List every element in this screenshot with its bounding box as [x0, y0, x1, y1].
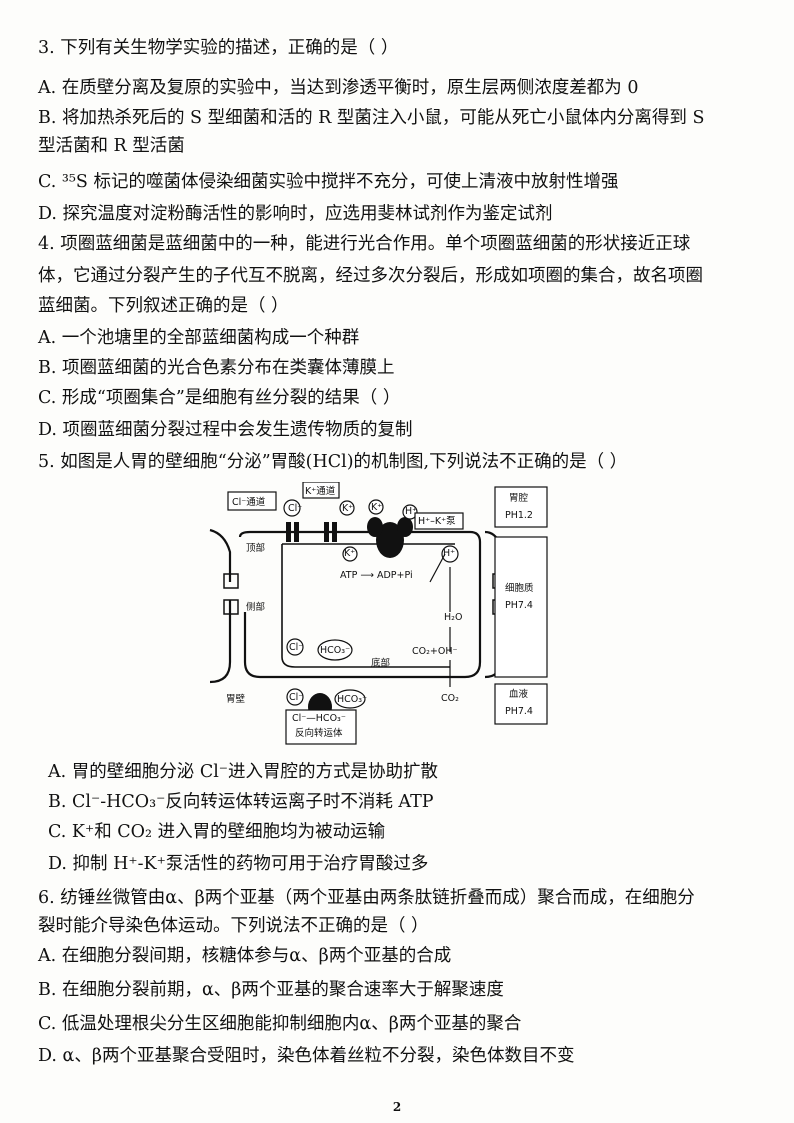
- h2o-label: H₂O: [444, 612, 463, 623]
- side-junction: [223, 599, 239, 615]
- q5-option-c: C. K⁺和 CO₂ 进入胃的壁细胞均为被动运输: [48, 822, 386, 842]
- q6-option-d: D. α、β两个亚基聚合受阻时，染色体着丝粒不分裂，染色体数目不变: [38, 1046, 575, 1066]
- atp-reaction: ATP ⟶ ADP+Pi: [340, 570, 413, 581]
- page-number: 2: [392, 1100, 402, 1114]
- cl-ion-top: Cl⁻: [288, 503, 303, 514]
- parietal-cell-diagram: [209, 482, 548, 745]
- q4-option-a: A. 一个池塘里的全部蓝细菌构成一个种群: [38, 328, 360, 348]
- h-ion-inner: H⁺: [443, 548, 456, 559]
- q4-stem-cont1: 体，它通过分裂产生的子代互不脱离，经过多次分裂后，形成如项圈的集合，故名项圈: [38, 266, 703, 286]
- q3-stem: 3. 下列有关生物学实验的描述，正确的是（ ）: [38, 38, 399, 58]
- q5-option-b: B. Cl⁻-HCO₃⁻反向转运体转运离子时不消耗 ATP: [48, 792, 434, 812]
- q3-option-b: B. 将加热杀死后的 S 型细菌和活的 R 型菌注入小鼠，可能从死亡小鼠体内分离…: [38, 108, 705, 128]
- apical-label: 顶部: [246, 543, 266, 554]
- q6-stem-cont: 裂时能介导染色体运动。下列说法不正确的是（ ）: [38, 916, 429, 936]
- k-channel-label: K⁺通道: [305, 486, 336, 497]
- lumen-ph: PH1.2: [505, 510, 533, 521]
- k-ion-top: K⁺: [342, 503, 354, 514]
- q3-option-a: A. 在质壁分离及复原的实验中，当达到渗透平衡时，原生层两侧浓度差都为 0: [38, 78, 639, 98]
- q5-option-d: D. 抑制 H⁺-K⁺泵活性的药物可用于治疗胃酸过多: [48, 854, 429, 874]
- antiporter-label-2: 反向转运体: [295, 728, 343, 739]
- hco3-inner-label: HCO₃⁻: [320, 645, 351, 656]
- blood-ph: PH7.4: [505, 706, 533, 717]
- q3-option-d: D. 探究温度对淀粉酶活性的影响时，应选用斐林试剂作为鉴定试剂: [38, 204, 553, 224]
- q6-stem: 6. 纺锤丝微管由α、β两个亚基（两个亚基由两条肽链折叠而成）聚合而成，在细胞分: [38, 888, 695, 908]
- tight-junction: [223, 573, 239, 589]
- q6-option-b: B. 在细胞分裂前期，α、β两个亚基的聚合速率大于解聚速度: [38, 980, 504, 1000]
- q3-option-c: C. ³⁵S 标记的噬菌体侵染细菌实验中搅拌不充分，可使上清液中放射性增强: [38, 172, 619, 192]
- q6-option-a: A. 在细胞分裂间期，核糖体参与α、β两个亚基的合成: [38, 946, 452, 966]
- q3-option-b-cont: 型活菌和 R 型活菌: [38, 136, 185, 156]
- blood-label: 血液: [509, 689, 529, 700]
- q4-stem-cont2: 蓝细菌。下列叙述正确的是（ ）: [38, 296, 289, 316]
- lateral-label: 侧部: [246, 602, 266, 613]
- q5-option-a: A. 胃的壁细胞分泌 Cl⁻进入胃腔的方式是协助扩散: [48, 762, 439, 782]
- q4-option-c: C. 形成“项圈集合”是细胞有丝分裂的结果（ ）: [38, 388, 401, 408]
- k-ion-inner: K⁺: [344, 548, 356, 559]
- q4-option-d: D. 项圈蓝细菌分裂过程中会发生遗传物质的复制: [38, 420, 413, 440]
- q6-option-c: C. 低温处理根尖分生区细胞能抑制细胞内α、β两个亚基的聚合: [38, 1014, 522, 1034]
- cytoplasm-label: 细胞质: [505, 583, 534, 594]
- h-ion-top: H⁺: [405, 506, 418, 517]
- basal-label: 底部: [371, 658, 391, 669]
- cl-channel-label: Cl⁻通道: [232, 497, 266, 508]
- co2-label: CO₂: [441, 693, 459, 704]
- wall-label: 胃壁: [226, 694, 246, 705]
- lumen-label: 胃腔: [509, 493, 529, 504]
- q4-option-b: B. 项圈蓝细菌的光合色素分布在类囊体薄膜上: [38, 358, 395, 378]
- antiporter-label-1: Cl⁻—HCO₃⁻: [292, 713, 346, 724]
- co2-oh-label: CO₂+OH⁻: [412, 646, 458, 657]
- cl-ion-inner: Cl⁻: [289, 642, 304, 653]
- cytoplasm-ph: PH7.4: [505, 600, 533, 611]
- q5-stem: 5. 如图是人胃的壁细胞“分泌”胃酸(HCl)的机制图,下列说法不正确的是（ ）: [38, 452, 628, 472]
- cl-ion-outer: Cl⁻: [289, 692, 304, 703]
- hco3-outer-label: HCO₃⁻: [337, 694, 368, 705]
- hk-pump-label: H⁺–K⁺泵: [418, 516, 456, 527]
- q4-stem: 4. 项圈蓝细菌是蓝细菌中的一种，能进行光合作用。单个项圈蓝细菌的形状接近正球: [38, 234, 691, 254]
- k-ion-top2: K⁺: [371, 502, 383, 513]
